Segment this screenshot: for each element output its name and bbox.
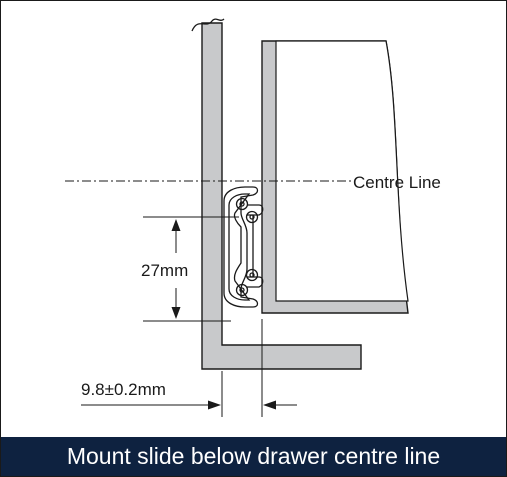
height-dimension-label: 27mm — [141, 261, 188, 280]
drawer-interior — [275, 40, 409, 302]
gap-dimension — [81, 319, 297, 417]
caption-bar: Mount slide below drawer centre line — [1, 437, 506, 476]
centre-line-label: Centre Line — [353, 173, 441, 192]
height-dimension — [143, 216, 239, 322]
panel-break-mark — [191, 18, 225, 32]
drawer-slide — [223, 186, 264, 308]
cabinet-panel — [201, 22, 362, 370]
mounting-diagram: Centre Line 27mm 9.8±0.2mm — [65, 18, 441, 417]
gap-dimension-label: 9.8±0.2mm — [81, 380, 166, 399]
caption-text: Mount slide below drawer centre line — [66, 443, 441, 469]
